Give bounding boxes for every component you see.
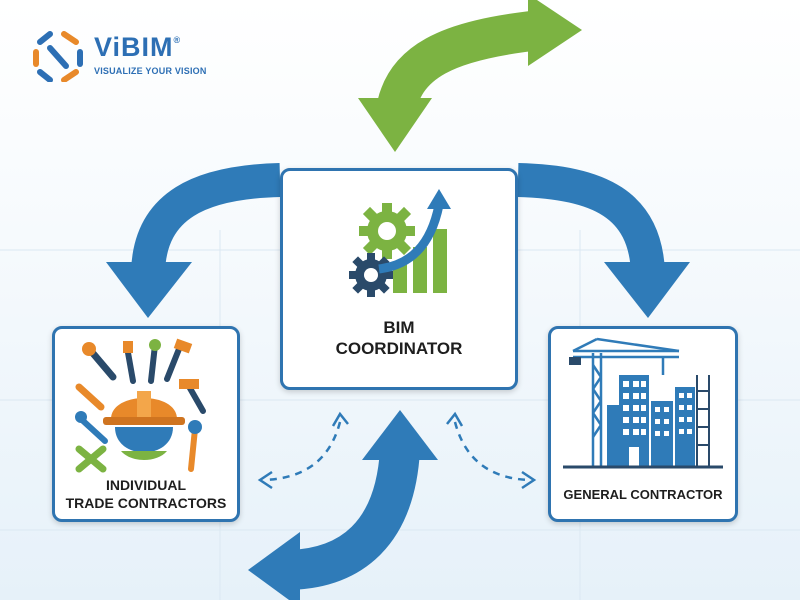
- bim-coordinator-label-line2: COORDINATOR: [335, 339, 463, 359]
- dashed-arrow-left: [264, 421, 342, 482]
- crane-building-icon: [563, 337, 723, 469]
- bim-coordinator-node: BIM COORDINATOR: [280, 168, 518, 390]
- dashed-arrow-right: [453, 421, 529, 482]
- trade-contractors-label: INDIVIDUAL TRADE CONTRACTORS: [55, 477, 237, 512]
- vibim-logo: ViBIM® VISUALIZE YOUR VISION: [30, 31, 220, 82]
- general-contractor-node: GENERAL CONTRACTOR: [548, 326, 738, 522]
- trade-contractors-label-line2: TRADE CONTRACTORS: [65, 494, 227, 511]
- dashed-arrow-left-head-top: [331, 411, 349, 427]
- bim-coordinator-label: BIM COORDINATOR: [283, 317, 515, 360]
- dashed-arrow-left-head-side: [257, 470, 273, 490]
- logo-name: ViBIM: [94, 32, 174, 62]
- trade-contractors-label-line1: INDIVIDUAL: [105, 477, 187, 493]
- tools-hardhat-icon: [75, 338, 206, 473]
- arrow-coordinator-to-trades: [106, 163, 281, 318]
- arrow-coordinator-to-gc: [517, 163, 690, 318]
- logo-wordmark: ViBIM®: [94, 32, 181, 63]
- general-contractor-label: GENERAL CONTRACTOR: [551, 487, 735, 503]
- bim-coordinator-label-line1: BIM: [383, 318, 415, 337]
- dashed-arrow-right-head-top: [446, 411, 464, 427]
- logo-tagline: VISUALIZE YOUR VISION: [94, 66, 207, 76]
- dashed-arrow-right-head-side: [521, 470, 537, 490]
- logo-registered-mark: ®: [173, 35, 182, 45]
- green-loop-arrow: [358, 0, 582, 152]
- trade-contractors-node: INDIVIDUAL TRADE CONTRACTORS: [52, 326, 240, 522]
- arrow-bottom-loop: [248, 410, 438, 600]
- general-contractor-label-line1: GENERAL CONTRACTOR: [563, 487, 723, 502]
- logo-mark-icon: [33, 31, 83, 82]
- gear-growth-chart-icon: [349, 189, 451, 297]
